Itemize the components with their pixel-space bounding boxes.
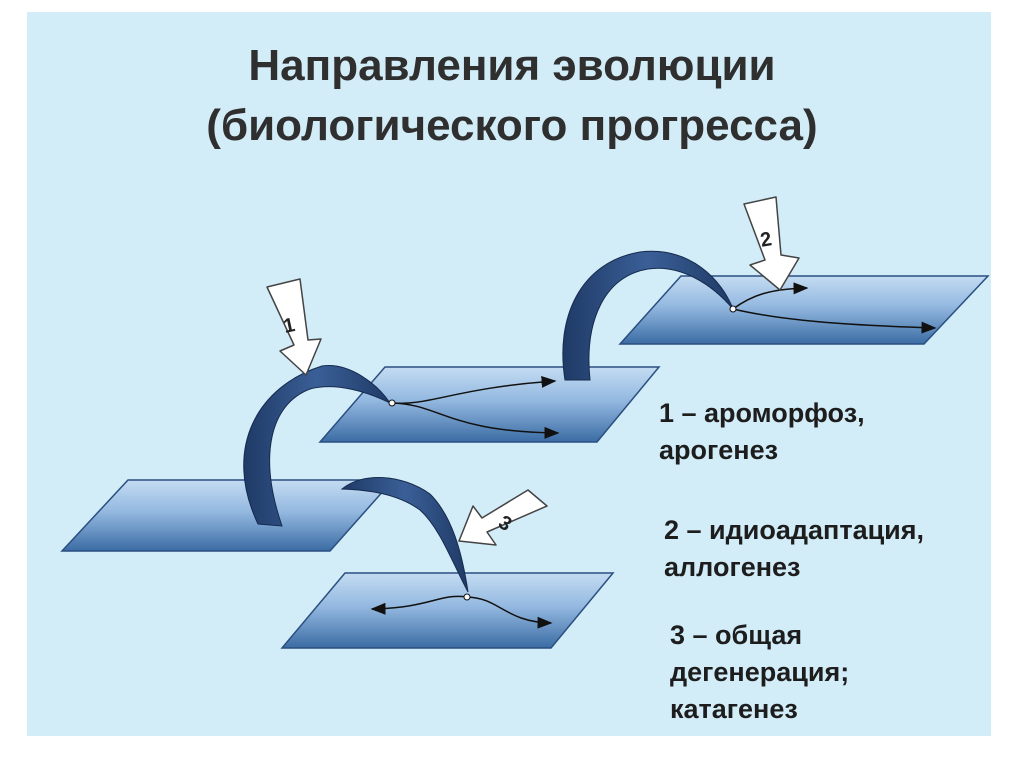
origin-point-1 (388, 399, 396, 407)
plane-aromorphosis (318, 366, 661, 443)
legend-item-1-line-1: 1 – ароморфоз, (659, 398, 865, 428)
plane-idioadaptation (618, 275, 990, 345)
origin-point-3 (463, 593, 471, 601)
legend-item-aromorphosis: 1 – ароморфоз, арогенез (659, 395, 865, 469)
legend-item-3-line-2: дегенерация; (670, 657, 850, 687)
title-line-2: (биологического прогресса) (206, 101, 818, 150)
plane-degeneration (280, 572, 615, 649)
branch-aromorphosis (391, 375, 560, 439)
legend-item-2-line-2: аллогенез (664, 552, 801, 582)
plane-base (60, 479, 395, 552)
slide-title: Направления эволюции (биологического про… (0, 36, 1024, 156)
marker-label-2: 2 (759, 228, 774, 252)
legend-item-degeneration: 3 – общая дегенерация; катагенез (670, 617, 849, 728)
title-line-1: Направления эволюции (248, 41, 776, 90)
branch-idioadaptation (732, 282, 937, 334)
legend-item-1-line-2: арогенез (659, 435, 779, 465)
ribbon-degeneration (340, 477, 469, 593)
legend-item-2-line-1: 2 – идиоадаптация, (664, 515, 925, 545)
marker-label-1: 1 (281, 314, 296, 338)
legend-item-3-line-3: катагенез (670, 694, 798, 724)
legend-item-3-line-1: 3 – общая (670, 620, 803, 650)
origin-point-2 (729, 305, 737, 313)
legend-item-idioadaptation: 2 – идиоадаптация, аллогенез (664, 512, 924, 586)
marker-arrow-2: 2 (743, 196, 800, 291)
marker-arrow-3: 3 (458, 489, 548, 546)
branch-degeneration (370, 595, 553, 629)
marker-arrow-1: 1 (266, 278, 322, 376)
